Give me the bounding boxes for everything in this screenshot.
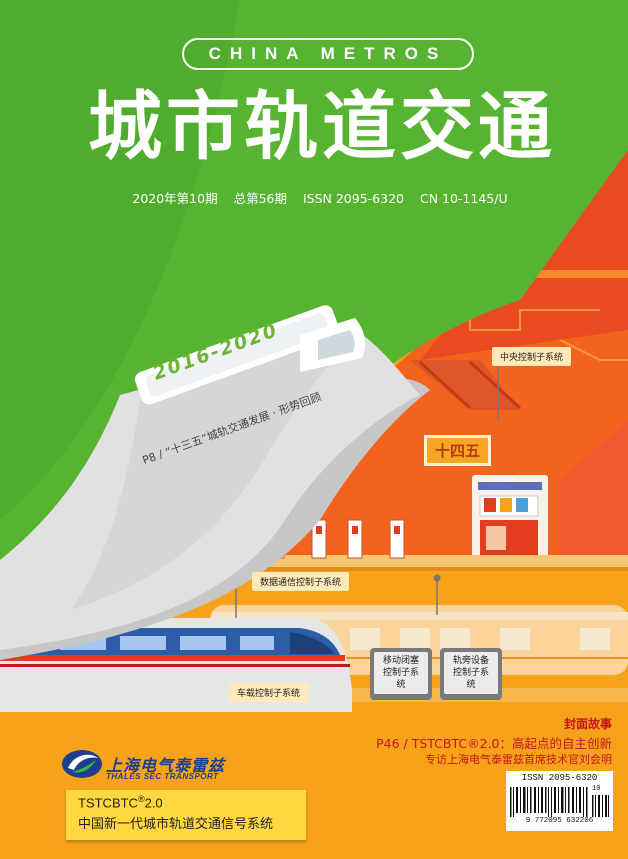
masthead-english-title: CHINA METROS: [208, 44, 448, 63]
barcode-addon-bars: [592, 795, 609, 817]
issue-number: 2020年第10期: [132, 191, 218, 206]
barcode-number: 9 772095 632206: [525, 817, 594, 825]
data-comm-label: 数据通信控制子系统: [252, 572, 350, 591]
barcode-addon-number: 10: [592, 785, 601, 793]
issue-info: 2020年第10期 总第56期 ISSN 2095-6320 CN 10-114…: [70, 188, 570, 207]
central-control-label: 中央控制子系统: [492, 347, 572, 366]
issn-text: ISSN 2095-6320: [302, 191, 404, 206]
cover-story-subtitle: 专访上海电气泰雷兹首席技术官刘会明: [425, 753, 612, 766]
company-name-cn: 上海电气泰雷兹: [106, 756, 226, 775]
onboard-control-label: 车载控制子系统: [229, 683, 309, 702]
wayside-line1: 轨旁设备: [452, 656, 489, 666]
product-name: TSTCBTC®2.0: [78, 794, 163, 811]
plan-sign: 十四五: [424, 435, 492, 466]
thales-sec-logo-icon: [62, 750, 102, 778]
mobile-block-label: 移动闭塞 控制子系统: [374, 652, 428, 694]
issue-total: 总第56期: [233, 191, 287, 206]
masthead-frame: [182, 38, 474, 70]
product-box: [66, 790, 306, 840]
wayside-label: 轨旁设备 控制子系统: [444, 652, 498, 694]
wayside-line2: 控制子系统: [452, 668, 489, 690]
product-tagline: 中国新一代城市轨道交通信号系统: [78, 817, 274, 832]
barcode-issn: ISSN 2095-6320: [521, 773, 598, 783]
welcome-screen-text: WELCOME: [489, 478, 515, 484]
mobile-block-line1: 移动闭塞: [382, 656, 419, 666]
mobile-block-line2: 控制子系统: [382, 668, 419, 690]
cn-number: CN 10-1145/U: [419, 191, 508, 206]
company-name-en: THALES SEC TRANSPORT: [106, 772, 219, 781]
barcode-bars: [510, 787, 588, 817]
cover-story-heading: 封面故事: [563, 717, 612, 731]
registered-mark: ®: [137, 794, 145, 804]
masthead-chinese-title: 城市轨道交通: [88, 84, 556, 170]
cover-story-title: P46 / TSTCBTC®2.0：高起点的自主创新: [376, 736, 612, 751]
